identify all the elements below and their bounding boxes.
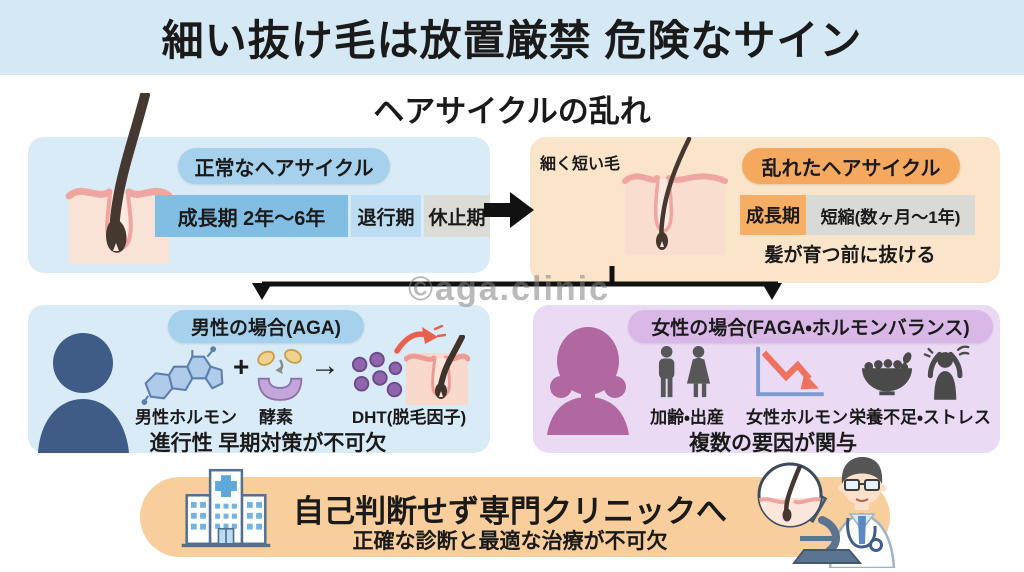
thin-hair-callout: 細く短い毛	[540, 156, 621, 173]
female-case-title: 女性の場合(FAGA・ホルモンバランス)	[651, 318, 970, 339]
arrow-icon: →	[310, 349, 340, 382]
warning-hair-follicle-icon	[404, 335, 470, 407]
disturbed-cycle-title: 乱れたヘアサイクル	[761, 157, 941, 180]
hormone-molecule-icon	[136, 345, 232, 405]
aging-birth-icon	[653, 345, 717, 401]
male-case-card: 男性の場合(AGA) +	[28, 305, 490, 455]
disturbed-cycle-bar: 成長期 短縮(数ヶ月〜1年)	[740, 195, 975, 235]
dht-molecules-icon	[350, 351, 406, 403]
banner-title: 自己判断せず専門クリニックへ	[293, 494, 727, 529]
banner-subtitle: 正確な診断と最適な治療が不可欠	[352, 530, 668, 553]
factor-label-nutrition-stress: 栄養不足・ストレス	[849, 408, 991, 427]
warning-arrow-icon	[394, 325, 446, 355]
disturbed-cycle-card: 細く短い毛 乱れたヘアサイクル 成長期 短縮(数ヶ月〜1年) 髪が育つ前に抜ける	[530, 137, 1000, 283]
female-silhouette-icon	[543, 323, 633, 435]
normal-cycle-pill: 正常なヘアサイクル	[178, 148, 390, 184]
phase-rest: 休止期	[424, 195, 490, 237]
section-subtitle: ヘアサイクルの乱れ	[373, 94, 651, 129]
female-case-card: 女性の場合(FAGA・ホルモンバランス)	[533, 305, 1000, 455]
female-case-pill: 女性の場合(FAGA・ホルモンバランス)	[628, 310, 993, 343]
normal-cycle-card: 正常なヘアサイクル 成長期 2年〜6年 退行期 休止期	[28, 93, 490, 273]
right-arrow-icon	[484, 190, 534, 230]
female-case-note: 複数の要因が関与	[689, 432, 857, 455]
factor-label-enzyme: 酵素	[259, 408, 293, 427]
male-silhouette-icon	[36, 329, 131, 453]
enzyme-icon	[254, 345, 306, 403]
plus-sign: +	[233, 351, 250, 382]
doctor-illustration	[742, 450, 922, 568]
male-case-note: 進行性 早期対策が不可欠	[149, 432, 387, 455]
factor-label-hormone: 男性ホルモン	[135, 408, 237, 427]
hospital-icon	[180, 464, 272, 550]
phase-growth-short: 成長期	[740, 195, 806, 235]
nutrition-icon	[859, 351, 915, 401]
phase-regression: 退行期	[351, 195, 421, 237]
watermark: ©aga.clinic	[408, 270, 611, 308]
factor-label-dht: DHT(脱毛因子)	[351, 408, 467, 427]
phase-growth: 成長期 2年〜6年	[155, 195, 348, 237]
hormone-decline-chart-icon	[751, 345, 827, 401]
factor-label-aging: 加齢・出産	[650, 408, 724, 427]
male-case-pill: 男性の場合(AGA)	[168, 310, 364, 343]
normal-cycle-bar: 成長期 2年〜6年 退行期 休止期	[155, 195, 490, 237]
phase-shortened: 短縮(数ヶ月〜1年)	[806, 195, 975, 235]
disturbed-cycle-note: 髪が育つ前に抜ける	[764, 245, 936, 266]
doctor-icon	[828, 457, 896, 568]
hair-follicle-magnifier-icon	[757, 462, 823, 528]
hair-follicle-icon	[61, 93, 181, 268]
disturbed-cycle-pill: 乱れたヘアサイクル	[742, 148, 960, 184]
page-title: 細い抜け毛は放置厳禁 危険なサイン	[161, 17, 863, 64]
male-case-title: 男性の場合(AGA)	[191, 318, 341, 339]
thin-hair-follicle-icon	[617, 137, 732, 265]
factor-label-female-hormone: 女性ホルモン	[746, 408, 848, 427]
header-band: 細い抜け毛は放置厳禁 危険なサイン	[0, 0, 1024, 75]
normal-cycle-title: 正常なヘアサイクル	[194, 157, 374, 180]
stress-icon	[923, 343, 971, 401]
branch-connector	[250, 264, 790, 304]
